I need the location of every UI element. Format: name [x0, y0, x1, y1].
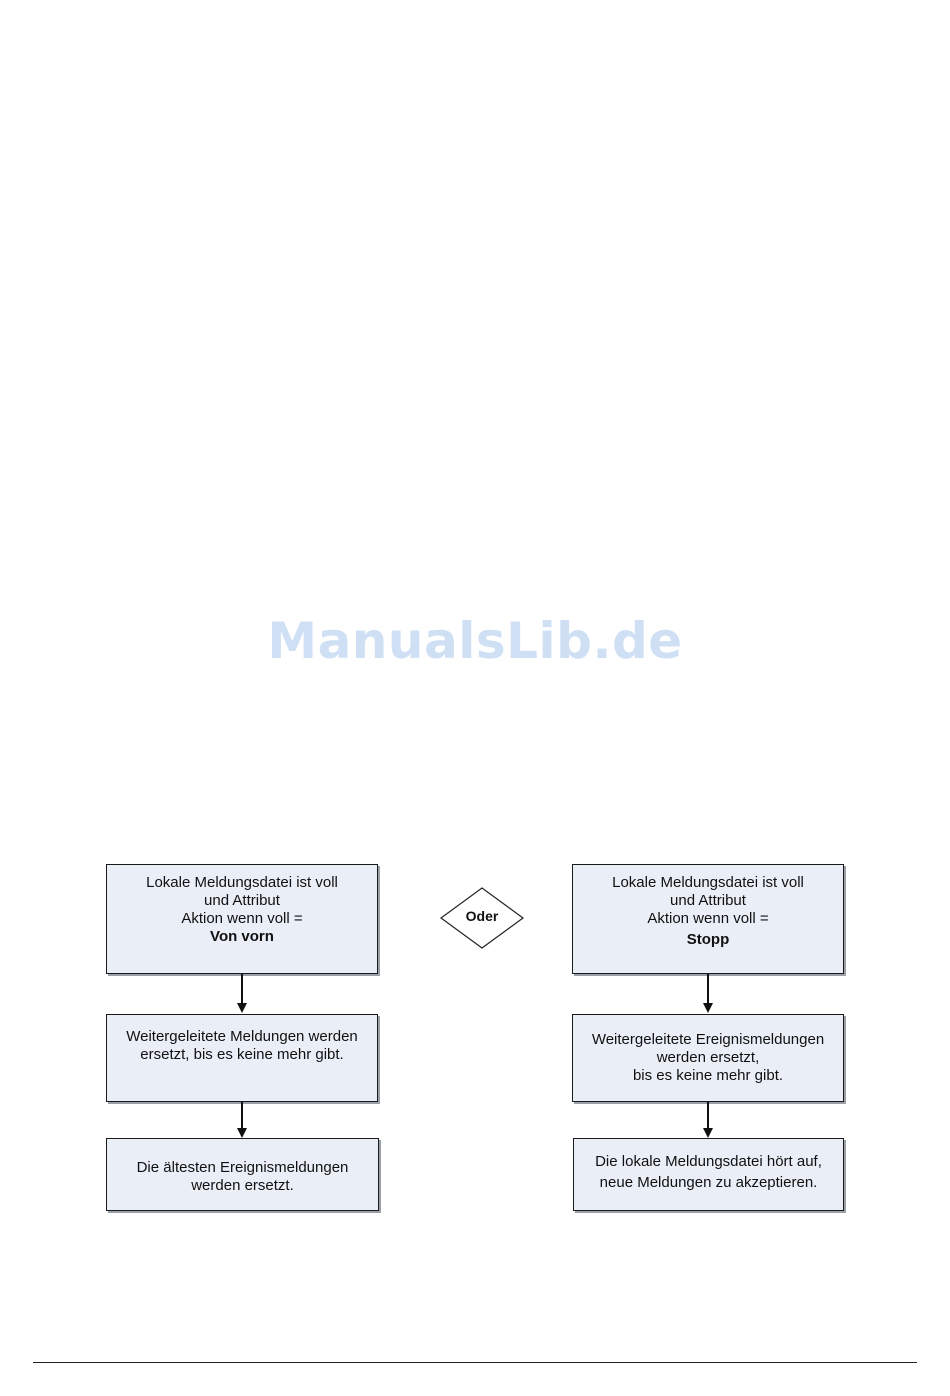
left-connector-2 [241, 1102, 243, 1129]
left-replace-line-1: Weitergeleitete Meldungen werden [126, 1028, 358, 1045]
right-result-box: Die lokale Meldungsdatei hört auf, neue … [573, 1138, 844, 1211]
right-replace-line-2: werden ersetzt, [656, 1049, 760, 1066]
left-result-box: Die ältesten Ereignismeldungen werden er… [106, 1138, 379, 1211]
left-replace-line-2: ersetzt, bis es keine mehr gibt. [140, 1046, 344, 1063]
right-replace-line-1: Weitergeleitete Ereignismeldungen [591, 1031, 825, 1048]
left-condition-line-3: Aktion wenn voll = [181, 910, 303, 927]
left-replace-box: Weitergeleitete Meldungen werden ersetzt… [106, 1014, 378, 1102]
right-condition-value: Stopp [686, 931, 730, 948]
right-condition-line-1: Lokale Meldungsdatei ist voll [612, 874, 804, 891]
left-result-line-1: Die ältesten Ereignismeldungen [136, 1159, 349, 1176]
right-condition-line-3: Aktion wenn voll = [647, 910, 769, 927]
right-arrow-2 [703, 1128, 713, 1138]
right-result-line-2: neue Meldungen zu akzeptieren. [599, 1174, 818, 1191]
decision-diamond [440, 887, 524, 949]
left-condition-line-2: und Attribut [204, 892, 280, 909]
left-connector-1 [241, 974, 243, 1004]
left-condition-box: Lokale Meldungsdatei ist voll und Attrib… [106, 864, 378, 974]
right-replace-box: Weitergeleitete Ereignismeldungen werden… [572, 1014, 844, 1102]
right-condition-box: Lokale Meldungsdatei ist voll und Attrib… [572, 864, 844, 974]
left-arrow-1 [237, 1003, 247, 1013]
left-result-line-2: werden ersetzt. [191, 1177, 294, 1194]
left-condition-value: Von vorn [210, 928, 274, 945]
left-condition-line-1: Lokale Meldungsdatei ist voll [146, 874, 338, 891]
right-arrow-1 [703, 1003, 713, 1013]
left-arrow-2 [237, 1128, 247, 1138]
watermark: ManualsLib.de [267, 612, 683, 670]
right-replace-line-3: bis es keine mehr gibt. [632, 1067, 784, 1084]
right-connector-2 [707, 1102, 709, 1129]
right-connector-1 [707, 974, 709, 1004]
right-result-line-1: Die lokale Meldungsdatei hört auf, [595, 1153, 822, 1170]
footer-rule [33, 1362, 917, 1363]
right-condition-line-2: und Attribut [670, 892, 746, 909]
decision-label: Oder [465, 908, 499, 924]
